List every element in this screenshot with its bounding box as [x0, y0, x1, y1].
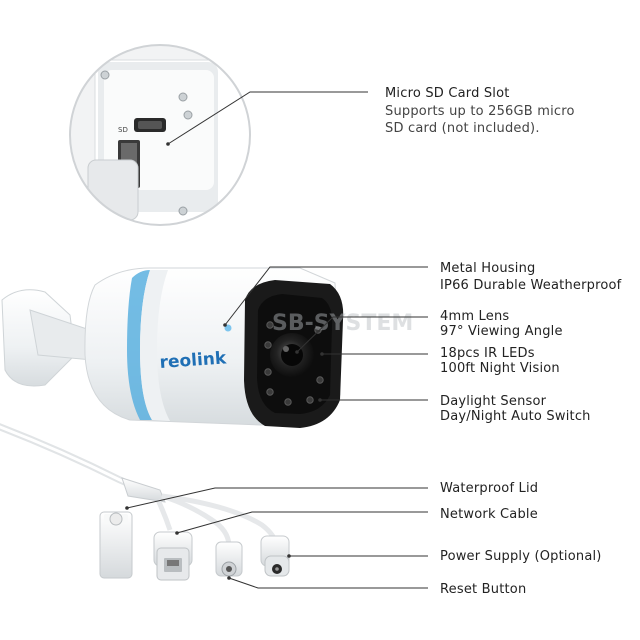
callout-title: 4mm Lens [440, 309, 510, 324]
svg-text:SD: SD [118, 126, 128, 134]
callout-title: Power Supply (Optional) [440, 549, 602, 564]
callout-dots [125, 323, 324, 580]
callout-title: Metal Housing [440, 261, 536, 276]
sd-card-closeup: SD [69, 44, 368, 226]
callout-lines [126, 266, 428, 589]
callout-description: IP66 Durable Weatherproof [440, 278, 622, 293]
callout-description: Day/Night Auto Switch [440, 409, 591, 424]
callout-title: Micro SD Card Slot [385, 86, 510, 101]
callout-title: Daylight Sensor [440, 394, 547, 409]
callout-title: Reset Button [440, 582, 527, 597]
camera-body [1, 267, 344, 428]
callout-title: 18pcs IR LEDs [440, 346, 535, 361]
brand-logo: reolink [159, 348, 228, 373]
cable-assembly [0, 423, 290, 581]
callout-title: Network Cable [440, 507, 538, 522]
callout-title: Waterproof Lid [440, 481, 539, 496]
callout-description: Supports up to 256GB micro SD card (not … [385, 104, 575, 136]
callout-description: 100ft Night Vision [440, 361, 560, 376]
callout-description: 97° Viewing Angle [440, 324, 563, 339]
watermark: SB-SYSTEM [272, 311, 413, 336]
